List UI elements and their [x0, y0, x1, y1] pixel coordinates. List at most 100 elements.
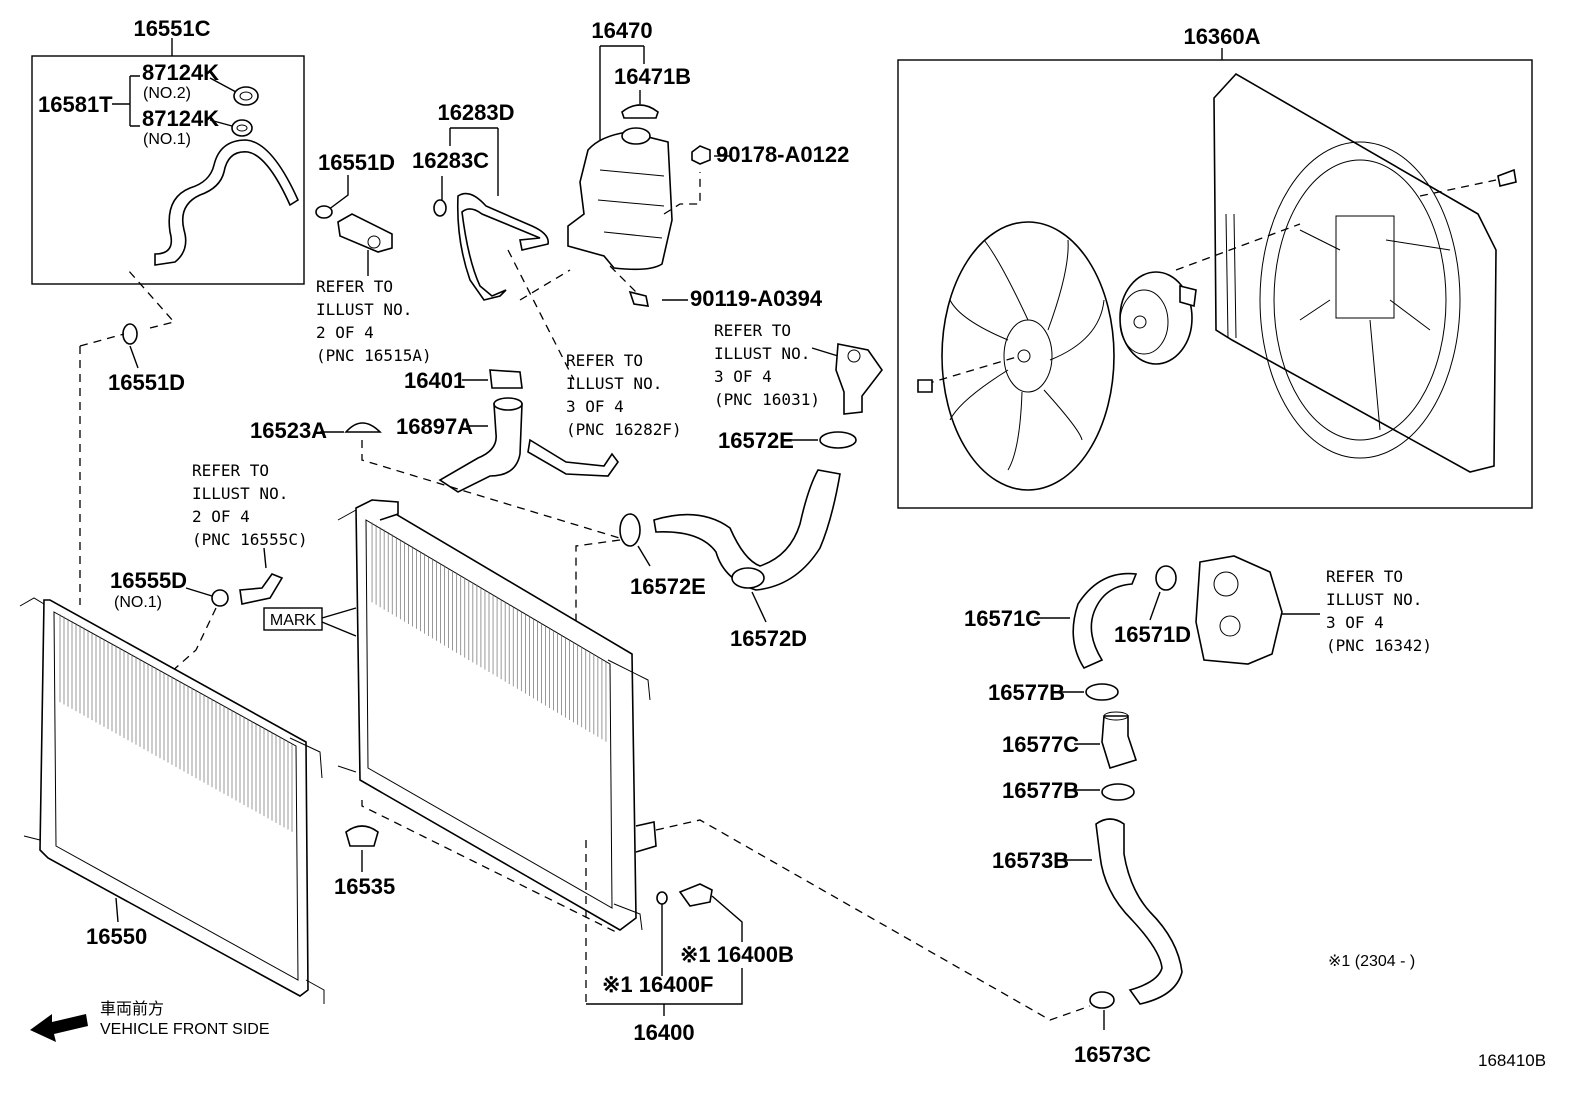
refer-16031: REFER TO ILLUST NO. 3 OF 4 (PNC 16031) — [714, 321, 820, 409]
label-16551C: 16551C — [133, 16, 210, 41]
label-16573C: 16573C — [1074, 1042, 1151, 1067]
svg-text:REFER TO: REFER TO — [1326, 567, 1403, 586]
svg-text:3 OF 4: 3 OF 4 — [566, 397, 624, 416]
label-16571D: 16571D — [1114, 622, 1191, 647]
radiator-icon — [337, 499, 657, 931]
label-16555D: 16555D — [110, 568, 187, 593]
drain-plug-icon — [678, 883, 713, 907]
hose-clamp-icon — [819, 431, 857, 449]
label-16577B-bottom: 16577B — [1002, 778, 1079, 803]
label-16577B-top: 16577B — [988, 680, 1065, 705]
screw-icon — [917, 168, 1517, 393]
label-90178-A0122: 90178-A0122 — [716, 142, 849, 167]
label-16401: 16401 — [404, 368, 465, 393]
water-outlet-icon — [835, 343, 883, 415]
svg-text:ILLUST NO.: ILLUST NO. — [192, 484, 288, 503]
mark-label: MARK — [270, 612, 317, 629]
clamp-no2-icon — [233, 86, 259, 106]
label-16572D: 16572D — [730, 626, 807, 651]
svg-text:ILLUST NO.: ILLUST NO. — [316, 300, 412, 319]
reservoir-tank-icon — [567, 127, 673, 271]
bypass-hose-icon — [154, 139, 300, 266]
label-16400B: ※1 16400B — [680, 942, 794, 967]
pipe-16577C-icon — [1101, 711, 1138, 769]
label-90119-A0394: 90119-A0394 — [690, 286, 823, 311]
water-inlet-housing-icon — [1195, 555, 1283, 665]
svg-text:(PNC 16555C): (PNC 16555C) — [192, 530, 308, 549]
label-16581T: 16581T — [38, 92, 113, 117]
label-no1-clamp: (NO.1) — [143, 131, 191, 148]
refer-16515A: REFER TO ILLUST NO. 2 OF 4 (PNC 16515A) — [316, 277, 432, 365]
clamp-16577B-bottom-icon — [1101, 783, 1135, 801]
fan-motor-icon — [1119, 271, 1197, 365]
clamp-no1-icon — [231, 119, 253, 137]
nut-icon — [691, 145, 711, 165]
label-16535: 16535 — [334, 874, 395, 899]
label-16551D-top: 16551D — [318, 150, 395, 175]
clamp-16573C-icon — [1089, 991, 1115, 1009]
reservoir-cap-icon — [621, 104, 659, 119]
label-16400: 16400 — [633, 1020, 694, 1045]
fan-shroud-icon — [1213, 72, 1497, 473]
svg-text:(PNC 16031): (PNC 16031) — [714, 390, 820, 409]
mark-box — [263, 607, 323, 631]
label-87124K-no1: 87124K — [142, 106, 219, 131]
label-16400F: ※1 16400F — [602, 972, 713, 997]
label-87124K-no2: 87124K — [142, 60, 219, 85]
label-16283C: 16283C — [412, 148, 489, 173]
diagram-id: 168410B — [1478, 1051, 1546, 1070]
svg-text:(PNC 16342): (PNC 16342) — [1326, 636, 1432, 655]
hose-clip-small-icon — [433, 199, 447, 217]
label-16897A: 16897A — [396, 414, 473, 439]
label-16283D: 16283D — [437, 100, 514, 125]
svg-text:REFER TO: REFER TO — [714, 321, 791, 340]
condenser-icon — [19, 597, 325, 1004]
radiator-cap-icon — [344, 422, 382, 433]
label-16572E-top: 16572E — [718, 428, 794, 453]
hose-clip-icon — [315, 205, 333, 219]
filler-hose-icon — [527, 438, 619, 477]
label-16572E-bottom: 16572E — [630, 574, 706, 599]
hose-clamp-2-icon — [619, 513, 765, 589]
label-16550: 16550 — [86, 924, 147, 949]
svg-text:ILLUST NO.: ILLUST NO. — [566, 374, 662, 393]
vehicle-front-en: VEHICLE FRONT SIDE — [100, 1021, 270, 1038]
svg-text:(PNC 16282F): (PNC 16282F) — [566, 420, 682, 439]
label-no1-clip: (NO.1) — [114, 594, 162, 611]
label-16571C: 16571C — [964, 606, 1041, 631]
clamp-16577B-top-icon — [1085, 683, 1119, 701]
bolt-icon — [609, 265, 650, 307]
label-16573B: 16573B — [992, 848, 1069, 873]
fan-assembly-box — [897, 59, 1533, 509]
small-hose-icon — [239, 573, 284, 605]
water-valve-icon — [337, 213, 393, 253]
svg-text:3 OF 4: 3 OF 4 — [1326, 613, 1384, 632]
label-16523A: 16523A — [250, 418, 327, 443]
refer-16342: REFER TO ILLUST NO. 3 OF 4 (PNC 16342) — [1326, 567, 1432, 655]
label-16470: 16470 — [591, 18, 652, 43]
svg-text:ILLUST NO.: ILLUST NO. — [1326, 590, 1422, 609]
refer-16282F: REFER TO ILLUST NO. 3 OF 4 (PNC 16282F) — [566, 351, 682, 439]
label-16360A: 16360A — [1183, 24, 1260, 49]
svg-text:2 OF 4: 2 OF 4 — [192, 507, 250, 526]
label-16551D-left: 16551D — [108, 370, 185, 395]
footnote: ※1 (2304 - ) — [1328, 953, 1415, 970]
label-no2: (NO.2) — [143, 85, 191, 102]
hose-kit-box: 16551C 87124K (NO.2) 16581T 87124K (NO.1… — [31, 16, 305, 285]
refer-16555C: REFER TO ILLUST NO. 2 OF 4 (PNC 16555C) — [192, 461, 308, 549]
clamp-16571D-icon — [1155, 565, 1177, 591]
label-16577C: 16577C — [1002, 732, 1079, 757]
filler-neck-icon — [438, 397, 523, 493]
svg-text:ILLUST NO.: ILLUST NO. — [714, 344, 810, 363]
vehicle-front-jp: 車両前方 — [100, 1000, 164, 1018]
vehicle-front-arrow-icon — [30, 1014, 88, 1042]
svg-text:3 OF 4: 3 OF 4 — [714, 367, 772, 386]
svg-text:REFER TO: REFER TO — [316, 277, 393, 296]
svg-text:REFER TO: REFER TO — [192, 461, 269, 480]
svg-text:REFER TO: REFER TO — [566, 351, 643, 370]
hose-16571C-icon — [1072, 572, 1138, 670]
drain-oring-icon — [656, 891, 668, 905]
svg-text:2 OF 4: 2 OF 4 — [316, 323, 374, 342]
label-16471B: 16471B — [614, 64, 691, 89]
